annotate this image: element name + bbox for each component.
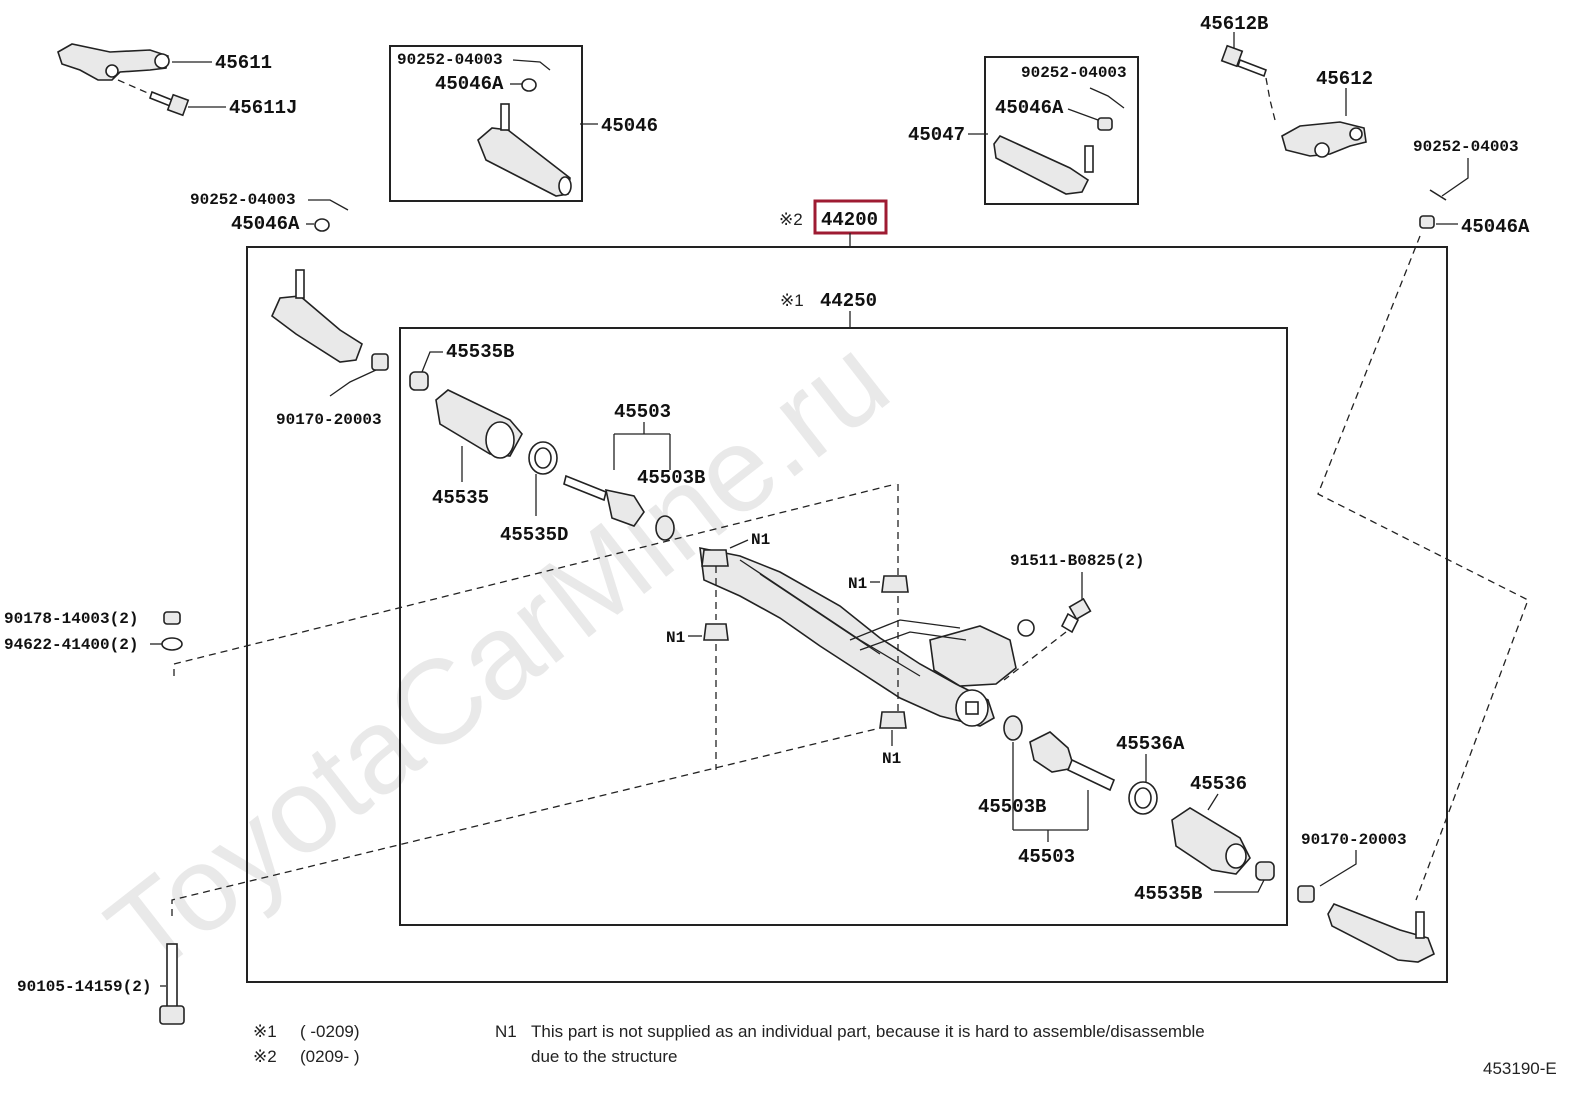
label-94622-41400[interactable]: 94622-41400(2) (4, 636, 138, 654)
bolt-90105-icon[interactable] (159, 943, 185, 1025)
washer-45503B-bottom-icon[interactable] (1003, 715, 1023, 741)
bolt-45612B-icon[interactable] (1220, 44, 1268, 78)
label-45611J[interactable]: 45611J (229, 97, 297, 119)
note-n1-text-line2: due to the structure (531, 1047, 677, 1066)
bracket-45611-icon[interactable] (57, 43, 170, 81)
nut-45046A-d-icon[interactable] (1419, 215, 1435, 229)
label-45535D[interactable]: 45535D (500, 524, 568, 546)
label-45503B-top[interactable]: 45503B (637, 467, 705, 489)
label-45046A-d[interactable]: 45046A (1461, 216, 1530, 238)
note-mark-1: ※1 (253, 1022, 277, 1041)
label-90252-04003-b[interactable]: 90252-04003 (397, 51, 503, 69)
tie-rod-end-box-right (984, 56, 1139, 205)
label-45535B-top[interactable]: 45535B (446, 341, 514, 363)
label-90252-04003-c[interactable]: 90252-04003 (1021, 64, 1127, 82)
washer-45503B-top-icon[interactable] (655, 515, 675, 541)
label-45046A-b[interactable]: 45046A (435, 73, 504, 95)
note-range-2: (0209- ) (300, 1047, 360, 1066)
label-mark-1: ※1 (780, 291, 804, 310)
tie-rod-end-45047-icon[interactable] (993, 135, 1094, 195)
tie-rod-end-right-icon[interactable] (1327, 903, 1436, 963)
label-90252-04003-a[interactable]: 90252-04003 (190, 191, 296, 209)
nut-90178-icon[interactable] (163, 611, 181, 625)
label-90170-20003-right[interactable]: 90170-20003 (1301, 831, 1407, 849)
clamp-45535D-icon[interactable] (528, 441, 558, 475)
label-45047[interactable]: 45047 (908, 124, 965, 146)
note-mark-2: ※2 (253, 1047, 277, 1066)
assembly-frame-44200 (246, 246, 1448, 983)
nut-45046A-b-icon[interactable] (521, 78, 537, 92)
label-45536[interactable]: 45536 (1190, 773, 1247, 795)
label-90252-04003-d[interactable]: 90252-04003 (1413, 138, 1519, 156)
boot-45535-icon[interactable] (435, 389, 523, 459)
label-45612B[interactable]: 45612B (1200, 13, 1268, 35)
assembly-frame-44250 (399, 327, 1288, 926)
label-44200[interactable]: 44200 (821, 209, 878, 231)
clip-45535B-bottom-icon[interactable] (1255, 861, 1275, 881)
label-44250[interactable]: 44250 (820, 290, 877, 312)
label-mark-2: ※2 (779, 210, 803, 229)
nut-45046A-a-icon[interactable] (314, 218, 330, 232)
label-45046[interactable]: 45046 (601, 115, 658, 137)
steering-rack-housing-icon[interactable] (699, 546, 1035, 727)
label-45503-bottom[interactable]: 45503 (1018, 846, 1075, 868)
label-90105-14159[interactable]: 90105-14159(2) (17, 978, 151, 996)
label-45046A-a[interactable]: 45046A (231, 213, 300, 235)
tie-rod-45503-bottom-icon[interactable] (1029, 731, 1116, 792)
label-45503B-bottom[interactable]: 45503B (978, 796, 1046, 818)
label-90178-14003[interactable]: 90178-14003(2) (4, 610, 138, 628)
label-90170-20003-left[interactable]: 90170-20003 (276, 411, 382, 429)
label-n1-d: N1 (882, 750, 901, 768)
bolt-45611J-icon[interactable] (149, 90, 190, 117)
label-n1-a: N1 (751, 531, 770, 549)
label-45535[interactable]: 45535 (432, 487, 489, 509)
note-n1-label: N1 (495, 1022, 517, 1041)
note-n1-text-line1: This part is not supplied as an individu… (531, 1022, 1205, 1041)
label-45503-top[interactable]: 45503 (614, 401, 671, 423)
clip-45535B-top-icon[interactable] (409, 371, 429, 391)
clamp-45536A-icon[interactable] (1128, 781, 1158, 815)
nut-90170-right-icon[interactable] (1297, 885, 1315, 903)
n1-part-c-icon (703, 623, 729, 641)
label-45612[interactable]: 45612 (1316, 68, 1373, 90)
label-45046A-c[interactable]: 45046A (995, 97, 1064, 119)
tie-rod-end-left-icon[interactable] (271, 269, 389, 371)
diagram-code: 453190-E (1483, 1059, 1557, 1078)
label-n1-c: N1 (666, 629, 685, 647)
label-45535B-bottom[interactable]: 45535B (1134, 883, 1202, 905)
n1-part-a-icon (701, 549, 729, 567)
nut-45046A-c-icon[interactable] (1097, 117, 1113, 131)
label-n1-b: N1 (848, 575, 867, 593)
bolt-91511-icon[interactable] (1060, 597, 1092, 634)
label-45536A[interactable]: 45536A (1116, 733, 1185, 755)
n1-part-d-icon (879, 711, 907, 729)
washer-94622-icon[interactable] (161, 637, 183, 651)
tie-rod-end-45046-icon[interactable] (477, 103, 572, 197)
note-range-1: ( -0209) (300, 1022, 360, 1041)
boot-45536-icon[interactable] (1171, 807, 1251, 875)
label-45611[interactable]: 45611 (215, 52, 272, 74)
tie-rod-45503-top-icon[interactable] (563, 474, 645, 527)
bracket-45612-icon[interactable] (1281, 121, 1367, 158)
label-91511-B0825[interactable]: 91511-B0825(2) (1010, 552, 1144, 570)
n1-part-b-icon (881, 575, 909, 593)
